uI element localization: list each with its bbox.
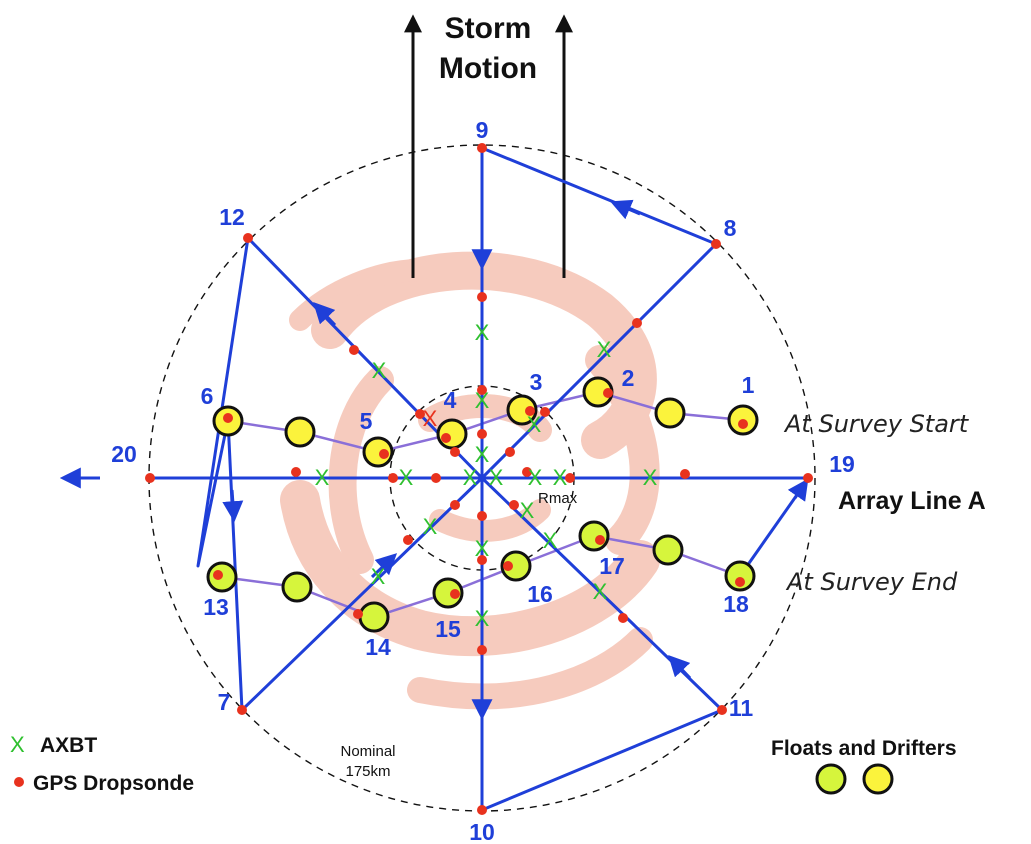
waypoint-label-2: 2 [622,365,635,391]
float-yellow [284,416,316,448]
waypoint-label-3: 3 [530,369,543,395]
waypoint-label-18: 18 [723,591,749,617]
float-green [578,520,610,552]
float-green [652,534,684,566]
storm-motion-title-line1: Storm [445,12,532,45]
legend-dropsonde-dot [14,777,24,787]
waypoint-label-11: 11 [729,695,754,721]
float-yellow [506,394,538,426]
axbt-marker-red: X [423,406,438,431]
float-yellow [362,436,394,468]
svg-text:X: X [475,536,490,561]
waypoint-label-9: 9 [476,117,489,143]
svg-text:X: X [475,606,490,631]
legend-float-yellow [862,763,894,795]
survey-end-label: At Survey End [785,568,958,596]
survey-start-label: At Survey Start [783,410,970,438]
float-yellow [436,418,468,450]
svg-text:X: X [371,564,386,589]
nominal-radius-label-line2: 175km [345,763,390,780]
svg-text:X: X [399,465,414,490]
waypoint-label-12: 12 [219,204,245,230]
flight-direction-arrows [59,199,809,721]
float-green [281,571,313,603]
svg-text:X: X [475,442,490,467]
waypoint-label-16: 16 [527,581,553,607]
waypoint-label-7: 7 [218,689,231,715]
svg-text:X: X [520,498,535,523]
waypoint-label-19: 19 [829,451,855,477]
waypoint-label-15: 15 [435,616,461,642]
rmax-label: Rmax [538,490,578,507]
svg-text:X: X [543,528,558,553]
waypoint-label-13: 13 [203,594,229,620]
storm-motion-title-line2: Motion [439,52,537,85]
float-yellow [654,397,686,429]
svg-text:X: X [423,514,438,539]
waypoint-label-20: 20 [111,441,137,467]
svg-text:X: X [553,465,568,490]
waypoint-label-8: 8 [724,215,737,241]
legend: X AXBT GPS Dropsonde Floats and Drifters [10,732,957,795]
svg-text:X: X [597,337,612,362]
waypoint-label-10: 10 [469,819,495,844]
svg-text:X: X [528,465,543,490]
svg-text:X: X [475,320,490,345]
waypoint-label-6: 6 [201,383,214,409]
svg-text:X: X [527,412,542,437]
float-green [724,560,756,592]
legend-dropsonde-label: GPS Dropsonde [33,772,194,795]
svg-text:X: X [463,465,478,490]
array-line-label: Array Line A [838,487,986,515]
waypoint-label-5: 5 [360,408,373,434]
legend-axbt-symbol: X [10,732,25,757]
svg-text:X: X [475,388,490,413]
svg-text:X: X [372,358,387,383]
float-green [432,577,464,609]
svg-text:X: X [593,579,608,604]
legend-float-green [815,763,847,795]
legend-axbt-label: AXBT [40,734,97,757]
waypoint-label-4: 4 [444,387,457,413]
svg-text:X: X [489,465,504,490]
nominal-radius-label-line1: Nominal [340,743,395,760]
svg-text:X: X [643,465,658,490]
float-green [500,550,532,582]
legend-floats-label: Floats and Drifters [771,737,957,760]
waypoint-label-1: 1 [742,372,755,398]
floats-and-drifters [206,376,759,633]
dropsonde-points [145,143,813,815]
flight-track [150,146,808,812]
svg-text:X: X [315,465,330,490]
waypoint-label-17: 17 [599,553,625,579]
storm-swirl-background [280,251,660,710]
waypoint-labels: 1 2 3 4 5 6 7 8 9 10 11 12 13 14 15 16 1… [111,117,855,844]
float-green [358,601,390,633]
waypoint-label-14: 14 [365,634,391,660]
